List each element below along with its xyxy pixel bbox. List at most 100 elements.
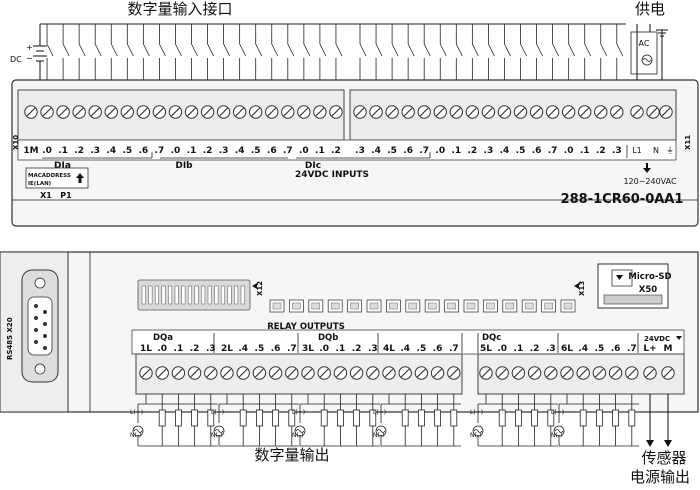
output-terminal-screw[interactable] bbox=[301, 366, 315, 380]
output-terminal-screw[interactable] bbox=[527, 366, 542, 380]
title-digital-input: 数字量输入接口 bbox=[127, 0, 232, 18]
output-terminal-screw[interactable] bbox=[220, 366, 234, 380]
output-load-icon bbox=[174, 394, 182, 446]
output-load-icon bbox=[531, 394, 538, 446]
input-terminal-screw[interactable] bbox=[385, 105, 399, 119]
input-terminal-screw[interactable] bbox=[297, 105, 311, 119]
output-terminal-screw[interactable] bbox=[139, 366, 153, 380]
output-terminal-label: 3L bbox=[302, 344, 314, 354]
input-terminal-screw[interactable] bbox=[353, 105, 367, 119]
sensor-lplus-label: L+ bbox=[643, 344, 656, 354]
input-terminal-screw[interactable] bbox=[232, 105, 247, 119]
input-terminal-screw[interactable] bbox=[168, 105, 183, 119]
input-terminal-label: .5 bbox=[516, 146, 526, 156]
input-terminal-screw[interactable] bbox=[88, 105, 102, 119]
output-terminal-label: .4 bbox=[400, 344, 410, 354]
output-terminal-screw[interactable] bbox=[366, 366, 380, 380]
output-terminal-screw[interactable] bbox=[495, 366, 509, 380]
input-terminal-screw[interactable] bbox=[497, 105, 512, 119]
input-terminal-screw[interactable] bbox=[313, 105, 327, 119]
output-terminal-screw[interactable] bbox=[204, 366, 218, 380]
output-terminal-label: .1 bbox=[514, 344, 524, 354]
input-terminal-screw[interactable] bbox=[417, 105, 431, 119]
input-terminal-screw[interactable] bbox=[136, 105, 151, 119]
sensor-terminal-screw[interactable] bbox=[661, 366, 675, 380]
input-terminal-screw[interactable] bbox=[265, 105, 279, 119]
input-terminal-screw[interactable] bbox=[369, 105, 383, 119]
input-terminal-label: .3 bbox=[484, 146, 494, 156]
input-terminal-label: .0 bbox=[299, 146, 309, 156]
input-terminal-screw[interactable] bbox=[200, 105, 215, 119]
output-terminal-screw[interactable] bbox=[414, 366, 429, 380]
output-terminal-screw[interactable] bbox=[592, 366, 607, 380]
output-terminal-screw[interactable] bbox=[155, 366, 169, 380]
output-terminal-screw[interactable] bbox=[268, 366, 283, 380]
input-terminal-screw[interactable] bbox=[481, 105, 496, 119]
input-terminal-screw[interactable] bbox=[465, 105, 480, 119]
output-load-icon bbox=[547, 394, 555, 446]
output-terminal-screw[interactable] bbox=[333, 366, 348, 380]
output-terminal-label: .5 bbox=[595, 344, 605, 354]
input-terminal-screw[interactable] bbox=[152, 105, 167, 119]
input-wiring: + − DC bbox=[10, 23, 626, 90]
input-terminal-screw[interactable] bbox=[249, 105, 263, 119]
output-terminal-screw[interactable] bbox=[511, 366, 526, 380]
output-load-icon bbox=[272, 394, 280, 446]
input-common-screw[interactable] bbox=[24, 105, 38, 119]
output-terminal-screw[interactable] bbox=[252, 366, 267, 380]
input-terminal-screw[interactable] bbox=[401, 105, 415, 119]
output-terminal-screw[interactable] bbox=[187, 366, 202, 380]
x13-label: X13 bbox=[578, 281, 586, 296]
input-terminal-screw[interactable] bbox=[561, 105, 576, 119]
input-terminal-screw[interactable] bbox=[529, 105, 544, 119]
power-terminal-screw[interactable] bbox=[630, 105, 644, 119]
output-load-icon bbox=[612, 394, 619, 446]
output-terminal-label: 4L bbox=[383, 344, 395, 354]
input-terminal-screw[interactable] bbox=[449, 105, 463, 119]
line-l-label: L(+) bbox=[373, 409, 386, 416]
input-terminal-screw[interactable] bbox=[594, 105, 608, 119]
output-terminal-screw[interactable] bbox=[560, 366, 574, 380]
power-terminal-screw[interactable] bbox=[646, 105, 660, 119]
output-terminal-screw[interactable] bbox=[236, 366, 250, 380]
group-dia-label: DIa bbox=[54, 161, 71, 171]
group-dqa-label: DQa bbox=[153, 333, 173, 343]
power-n-label: N bbox=[653, 146, 659, 155]
output-terminal-screw[interactable] bbox=[430, 366, 445, 380]
output-terminal-screw[interactable] bbox=[625, 366, 639, 380]
input-terminal-screw[interactable] bbox=[329, 105, 343, 119]
power-terminal-screw[interactable] bbox=[659, 105, 673, 119]
output-load-icon bbox=[255, 394, 263, 446]
input-terminal-screw[interactable] bbox=[281, 105, 295, 119]
input-terminal-screw[interactable] bbox=[433, 105, 447, 119]
sensor-terminal-screw[interactable] bbox=[643, 366, 657, 380]
output-terminal-screw[interactable] bbox=[479, 366, 493, 380]
input-terminal-screw[interactable] bbox=[104, 105, 118, 119]
output-terminal-screw[interactable] bbox=[398, 366, 412, 380]
input-terminal-screw[interactable] bbox=[578, 105, 592, 119]
input-terminal-screw[interactable] bbox=[513, 105, 528, 119]
dc-label: DC bbox=[10, 55, 22, 64]
output-terminal-screw[interactable] bbox=[608, 366, 623, 380]
output-terminal-screw[interactable] bbox=[317, 366, 331, 380]
output-module: RS485 X20 X12 X13 Micro-SD X50 RELAY OUT… bbox=[0, 251, 699, 413]
input-terminal-screw[interactable] bbox=[40, 105, 54, 119]
output-terminal-screw[interactable] bbox=[171, 366, 186, 380]
output-terminal-label: .7 bbox=[287, 344, 297, 354]
input-terminal-screw[interactable] bbox=[610, 105, 624, 119]
output-terminal-screw[interactable] bbox=[349, 366, 364, 380]
line-l-label: L(+) bbox=[211, 409, 224, 416]
input-terminal-screw[interactable] bbox=[72, 105, 86, 119]
output-terminal-screw[interactable] bbox=[382, 366, 396, 380]
output-terminal-screw[interactable] bbox=[447, 366, 461, 380]
output-terminal-screw[interactable] bbox=[544, 366, 558, 380]
input-terminal-screw[interactable] bbox=[184, 105, 199, 119]
input-terminal-screw[interactable] bbox=[120, 105, 135, 119]
output-terminal-screw[interactable] bbox=[285, 366, 299, 380]
output-terminal-screw[interactable] bbox=[576, 366, 590, 380]
input-terminal-screw[interactable] bbox=[216, 105, 231, 119]
output-terminal-label: .5 bbox=[255, 344, 265, 354]
input-terminal-screw[interactable] bbox=[56, 105, 70, 119]
input-terminal-label: .3 bbox=[355, 146, 365, 156]
input-terminal-screw[interactable] bbox=[545, 105, 560, 119]
